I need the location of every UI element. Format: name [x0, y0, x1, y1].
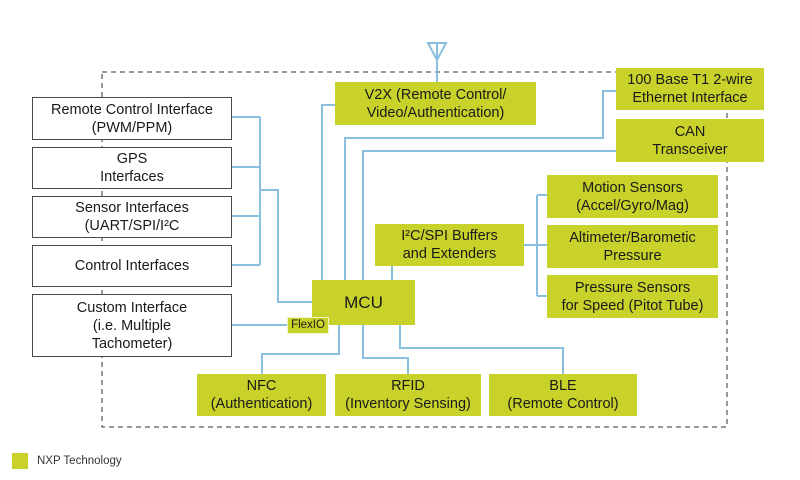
motion-sensors-block: Motion Sensors (Accel/Gyro/Mag)	[547, 175, 718, 218]
box-line: (Remote Control)	[507, 396, 619, 412]
ble-block: BLE (Remote Control)	[489, 374, 637, 416]
box-line: GPS	[116, 151, 148, 167]
box-line: Sensor Interfaces	[75, 200, 189, 216]
mcu-block: MCU	[312, 280, 415, 325]
box-line: for Speed (Pitot Tube)	[561, 297, 704, 314]
box-line: V2X (Remote Control/	[364, 86, 507, 103]
box-line: NFC	[246, 378, 277, 394]
box-line: CAN	[674, 123, 706, 140]
box-line: Altimeter/Barometic	[569, 229, 696, 246]
box-line: (PWM/PPM)	[91, 119, 173, 136]
box-line: Tachometer)	[91, 335, 173, 352]
flexio-label: FlexIO	[291, 319, 325, 331]
box-line: I²C/SPI Buffers	[401, 228, 498, 244]
wire-ble	[399, 325, 564, 374]
legend-label: NXP Technology	[37, 455, 122, 467]
i2c-spi-buffers-block: I²C/SPI Buffers and Extenders	[375, 224, 524, 266]
box-line: Pressure Sensors	[574, 279, 691, 296]
wire-v2x	[321, 104, 335, 280]
wire-nfc	[261, 325, 340, 374]
custom-interface-box: Custom Interface (i.e. Multiple Tachomet…	[32, 294, 232, 357]
box-line: (i.e. Multiple	[92, 317, 172, 334]
box-line: Custom Interface	[76, 299, 188, 316]
wire-can	[362, 150, 616, 280]
box-line: Transceiver	[652, 141, 728, 158]
mcu-label: MCU	[344, 292, 383, 312]
rfid-block: RFID (Inventory Sensing)	[335, 374, 481, 416]
box-line: (Accel/Gyro/Mag)	[576, 197, 689, 214]
box-line: (Authentication)	[210, 396, 313, 412]
box-line: Pressure	[603, 247, 662, 264]
v2x-block: V2X (Remote Control/ Video/Authenticatio…	[335, 82, 536, 125]
gps-interfaces-box: GPS Interfaces	[32, 147, 232, 189]
sensor-interfaces-box: Sensor Interfaces (UART/SPI/I²C	[32, 196, 232, 238]
pitot-pressure-sensors-block: Pressure Sensors for Speed (Pitot Tube)	[547, 275, 718, 318]
wire-ethernet	[344, 90, 616, 280]
box-line: and Extenders	[402, 246, 497, 262]
box-line: (Inventory Sensing)	[345, 396, 471, 412]
legend: NXP Technology	[12, 453, 122, 469]
antenna-icon	[426, 42, 448, 82]
flexio-block: FlexIO	[287, 317, 329, 334]
altimeter-block: Altimeter/Barometic Pressure	[547, 225, 718, 268]
legend-swatch	[12, 453, 28, 469]
box-line: Video/Authentication)	[366, 104, 505, 121]
box-line: 100 Base T1 2-wire	[627, 72, 753, 88]
can-transceiver-block: CAN Transceiver	[616, 119, 764, 162]
nfc-block: NFC (Authentication)	[197, 374, 326, 416]
box-line: BLE	[549, 378, 577, 394]
box-line: Interfaces	[100, 169, 164, 185]
box-line: Motion Sensors	[582, 179, 683, 196]
wire-bus-to-mcu	[260, 189, 312, 303]
wire-rfid	[362, 325, 409, 374]
box-line: (UART/SPI/I²C	[84, 218, 180, 234]
remote-control-interface-box: Remote Control Interface (PWM/PPM)	[32, 97, 232, 140]
box-line: Ethernet Interface	[632, 90, 748, 106]
box-line: Control Interfaces	[74, 258, 190, 274]
box-line: Remote Control Interface	[51, 101, 213, 118]
box-line: RFID	[391, 378, 425, 394]
control-interfaces-box: Control Interfaces	[32, 245, 232, 287]
ethernet-interface-block: 100 Base T1 2-wire Ethernet Interface	[616, 68, 764, 110]
